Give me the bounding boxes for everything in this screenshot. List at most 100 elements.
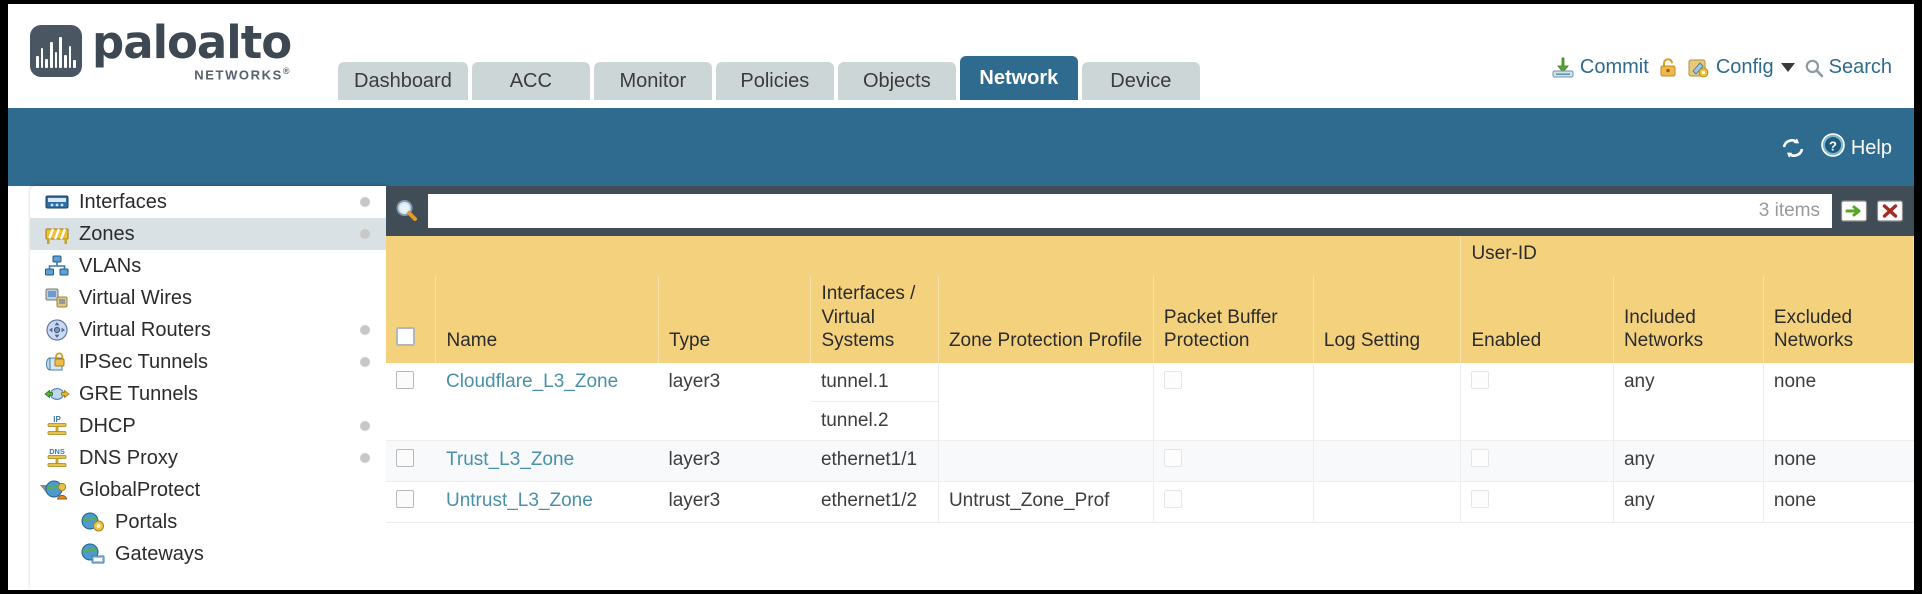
config-icon — [1687, 57, 1711, 79]
tab-monitor[interactable]: Monitor — [593, 62, 712, 100]
lock-icon[interactable] — [1658, 57, 1678, 79]
search-field-wrapper: 3 items — [428, 194, 1832, 228]
commit-icon — [1551, 57, 1575, 79]
tab-device[interactable]: Device — [1081, 62, 1200, 100]
tab-label: ACC — [509, 69, 552, 92]
column-header-packet-buffer-protection[interactable]: Packet Buffer Protection — [1153, 275, 1314, 363]
sidebar-item-label: GlobalProtect — [79, 478, 201, 501]
tab-acc[interactable]: ACC — [471, 62, 590, 100]
cell-packet-buffer-protection[interactable] — [1153, 363, 1314, 441]
sidebar-item-interfaces[interactable]: Interfaces — [30, 186, 386, 218]
sidebar-item-vlans[interactable]: VLANs — [30, 250, 386, 282]
cell-userid-enabled[interactable] — [1460, 481, 1614, 523]
select-all-checkbox[interactable] — [396, 327, 415, 347]
column-header-label: Log Setting — [1323, 330, 1421, 352]
sidebar-item-label: Interfaces — [79, 190, 167, 213]
cell-userid-enabled[interactable] — [1460, 363, 1614, 441]
cell-userid-enabled[interactable] — [1460, 440, 1614, 482]
tab-policies[interactable]: Policies — [715, 62, 834, 100]
row-select-checkbox[interactable] — [396, 490, 414, 508]
userid-enabled-checkbox[interactable] — [1471, 371, 1490, 389]
sidebar-item-globalprotect[interactable]: GlobalProtect — [30, 474, 386, 506]
tab-objects[interactable]: Objects — [837, 62, 956, 100]
userid-enabled-checkbox[interactable] — [1471, 490, 1490, 508]
row-select-checkbox[interactable] — [396, 449, 414, 467]
column-header-type[interactable]: Type — [658, 275, 812, 363]
column-header-included-networks[interactable]: Included Networks — [1613, 275, 1764, 363]
sidebar-item-status-dot — [360, 453, 370, 463]
table-search-bar: 3 items — [386, 186, 1914, 236]
clear-filter-button[interactable] — [1876, 197, 1904, 225]
packet-buffer-protection-checkbox[interactable] — [1163, 490, 1182, 508]
sidebar-item-label: DNS Proxy — [79, 446, 178, 469]
group-header-spacer — [386, 236, 1462, 276]
paloalto-logo-icon — [30, 24, 82, 77]
chevron-down-icon — [1780, 63, 1795, 72]
cell-packet-buffer-protection[interactable] — [1153, 440, 1314, 482]
zone-name-link[interactable]: Cloudflare_L3_Zone — [445, 371, 619, 392]
gre-tunnels-icon — [44, 382, 70, 406]
zone-name-link[interactable]: Trust_L3_Zone — [445, 449, 575, 470]
interface-entry: ethernet1/1 — [820, 449, 918, 470]
column-header-zone-protection-profile[interactable]: Zone Protection Profile — [938, 275, 1154, 363]
column-header-name[interactable]: Name — [435, 275, 659, 363]
sidebar-item-zones[interactable]: Zones — [30, 218, 386, 250]
tab-dashboard[interactable]: Dashboard — [338, 62, 468, 100]
interface-entry: ethernet1/2 — [820, 490, 918, 511]
row-select-cell[interactable] — [386, 481, 436, 523]
ipsec-tunnels-icon — [44, 350, 70, 374]
column-header-log-setting[interactable]: Log Setting — [1313, 275, 1462, 363]
apply-filter-button[interactable] — [1840, 197, 1868, 225]
sidebar-item-gre-tunnels[interactable]: GRE Tunnels — [30, 378, 386, 410]
context-bar-actions: ? Help — [1780, 132, 1892, 164]
row-select-cell[interactable] — [386, 363, 436, 441]
sidebar-item-gateways[interactable]: Gateways — [30, 538, 386, 570]
tab-label: Objects — [862, 69, 931, 92]
search-label: Search — [1828, 56, 1892, 78]
refresh-icon[interactable] — [1780, 136, 1806, 160]
row-select-cell[interactable] — [386, 440, 436, 482]
cell-interfaces: ethernet1/1 — [810, 440, 939, 482]
sidebar-item-ipsec-tunnels[interactable]: IPSec Tunnels — [30, 346, 386, 378]
row-select-checkbox[interactable] — [396, 371, 414, 389]
search-input[interactable] — [428, 195, 1759, 227]
cell-name: Trust_L3_Zone — [435, 440, 659, 482]
svg-text:DNS: DNS — [49, 447, 65, 456]
help-button[interactable]: ? Help — [1820, 132, 1892, 164]
config-menu[interactable]: Config — [1687, 56, 1795, 79]
sidebar-item-dns-proxy[interactable]: DNS DNS Proxy — [30, 442, 386, 474]
sidebar-item-virtual-wires[interactable]: Virtual Wires — [30, 282, 386, 314]
column-header-excluded-networks[interactable]: Excluded Networks — [1763, 275, 1914, 363]
select-all-header[interactable] — [386, 275, 437, 363]
column-header-enabled[interactable]: Enabled — [1460, 275, 1614, 363]
magnifier-icon[interactable] — [394, 198, 420, 224]
cell-packet-buffer-protection[interactable] — [1153, 481, 1314, 523]
portals-icon — [80, 510, 106, 534]
zone-name-link[interactable]: Untrust_L3_Zone — [445, 490, 593, 511]
items-count-label: 3 items — [1758, 200, 1820, 221]
userid-enabled-checkbox[interactable] — [1471, 449, 1490, 467]
commit-button[interactable]: Commit — [1551, 56, 1649, 79]
packet-buffer-protection-checkbox[interactable] — [1163, 449, 1182, 467]
search-button[interactable]: Search — [1804, 56, 1892, 79]
brand-logo[interactable]: paloalto NETWORKS® — [30, 20, 292, 83]
brand-subtitle: NETWORKS® — [194, 66, 292, 83]
tab-label: Device — [1110, 69, 1172, 92]
sidebar-item-portals[interactable]: Portals — [30, 506, 386, 538]
packet-buffer-protection-checkbox[interactable] — [1163, 371, 1182, 389]
sidebar-item-virtual-routers[interactable]: Virtual Routers — [30, 314, 386, 346]
tab-network[interactable]: Network — [959, 56, 1078, 100]
sidebar-item-label: Portals — [115, 510, 178, 533]
column-header-interfaces-virtual-systems[interactable]: Interfaces / Virtual Systems — [810, 275, 939, 363]
globalprotect-icon — [44, 478, 70, 502]
